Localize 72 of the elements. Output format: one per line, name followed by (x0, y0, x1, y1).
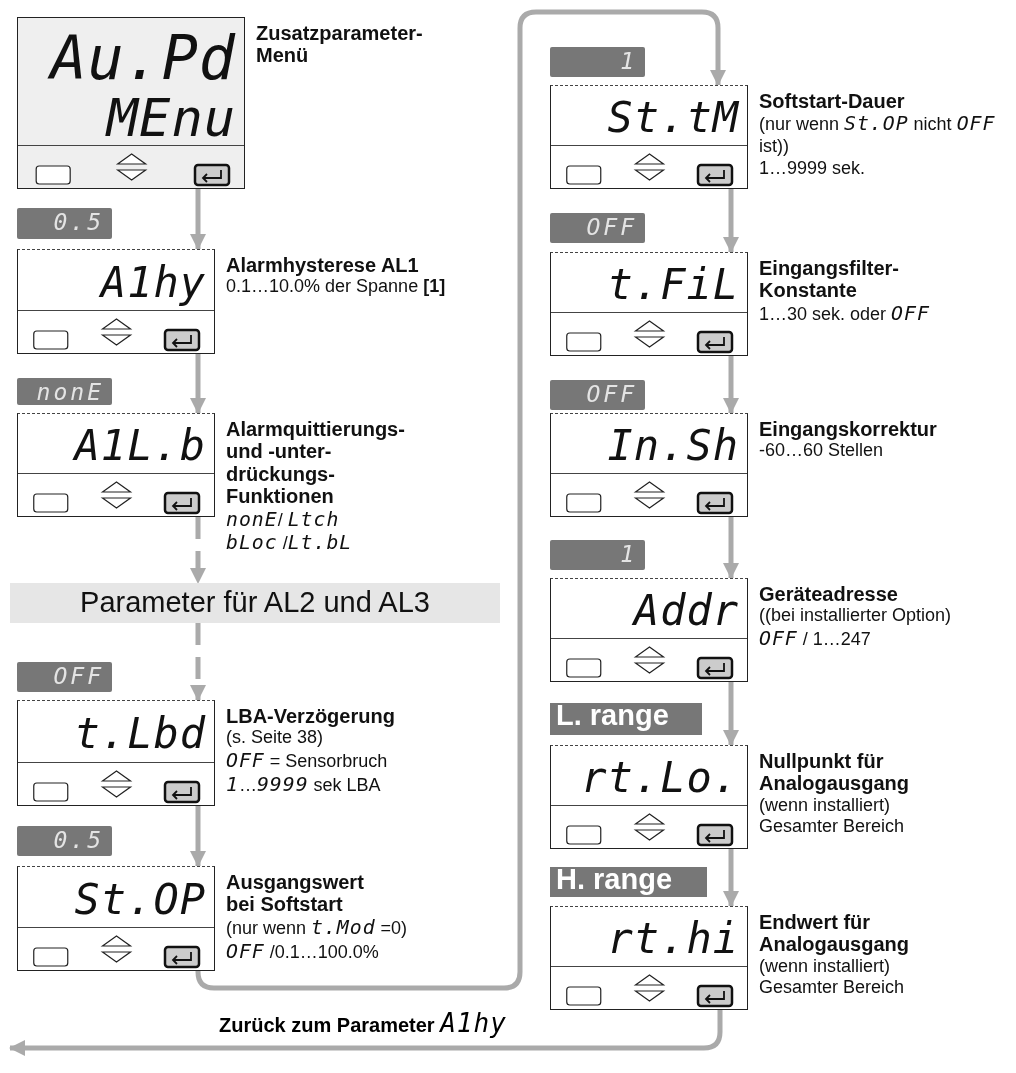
display-readout: A1hy (100, 261, 206, 304)
display-readout: St.tM (607, 97, 739, 139)
parameter-note: bLoc /Lt.bL (226, 531, 354, 556)
parameter-title: Zusatzparameter- Menü (256, 22, 424, 67)
flow-arrow (723, 849, 739, 907)
parameter-note: 1…9999 sek. (759, 157, 867, 180)
parameter-title: Eingangskorrektur (759, 418, 938, 441)
default-value-tag (550, 380, 645, 410)
default-value: OFF (586, 382, 637, 408)
parameter-title: Nullpunkt für Analogausgang (759, 750, 910, 795)
display-readout: rt.hi (607, 918, 739, 960)
default-value: 0.5 (53, 828, 104, 854)
parameter-title: Alarmhysterese AL1 (226, 254, 420, 277)
display-readout: MEnu (106, 92, 236, 144)
parameter-title: Endwert für Analogausgang (759, 911, 910, 956)
parameter-title: LBA-Verzögerung (226, 705, 396, 728)
default-value: 0.5 (53, 210, 104, 236)
default-value: nonE (36, 380, 104, 406)
parameter-title: Geräteadresse (759, 583, 899, 606)
section-title: Parameter für AL2 und AL3 (79, 587, 431, 619)
display-readout: t.FiL (607, 264, 739, 306)
parameter-note: -60…60 Stellen (759, 440, 885, 462)
default-value-tag (17, 826, 112, 856)
parameter-note: 1…30 sek. oder OFF (759, 301, 931, 326)
section-band (10, 583, 500, 623)
flow-arrow (723, 356, 739, 414)
flow-arrow (723, 189, 739, 253)
parameter-note: OFF /0.1…100.0% (226, 939, 380, 964)
flow-arrow (723, 517, 739, 579)
flow-arrow (190, 189, 206, 250)
display-readout: St.OP (74, 878, 206, 921)
parameter-note: ((bei installierter Option) (759, 605, 953, 627)
parameter-note: OFF / 1…247 (759, 627, 872, 651)
default-value: OFF (53, 664, 104, 690)
flow-arrow (190, 517, 206, 584)
default-value-tag (17, 208, 112, 239)
default-value: L. range (556, 700, 669, 732)
display-readout: rt.Lo. (581, 757, 739, 799)
default-value: H. range (556, 864, 673, 896)
default-value-tag (550, 47, 645, 77)
parameter-note: (nur wenn t.Mod =0) (226, 915, 409, 940)
flow-arrow (9, 1010, 723, 1056)
parameter-note: nonE/ Ltch (226, 507, 341, 532)
parameter-note: Gesamter Bereich (759, 977, 906, 999)
display-readout: A1L.b (74, 425, 206, 467)
flow-arrow (190, 623, 206, 701)
default-value-tag (550, 540, 645, 570)
parameter-title: Softstart-Dauer (759, 90, 906, 113)
parameter-note: (wenn installiert) (759, 794, 892, 817)
flow-arrow (190, 354, 206, 414)
display-readout: In.Sh (607, 425, 739, 467)
parameter-note: (nur wenn St.OP nicht OFF ist)) (759, 112, 997, 158)
default-value: 1 (620, 49, 637, 75)
display-readout: Addr (633, 590, 739, 632)
display-readout: t.Lbd (74, 713, 206, 755)
default-value-tag (550, 867, 707, 897)
default-value-tag (17, 378, 112, 405)
flow-arrow (723, 682, 739, 746)
default-value: OFF (586, 215, 637, 241)
default-value-tag (550, 703, 702, 735)
parameter-note: 1…9999 sek LBA (226, 772, 382, 797)
flow-arrow (190, 806, 206, 867)
parameter-note: (s. Seite 38) (226, 727, 325, 749)
parameter-note: (wenn installiert) (759, 955, 892, 978)
parameter-note: OFF = Sensorbruch (226, 749, 389, 773)
default-value-tag (17, 662, 112, 692)
flow-arrow (195, 9, 726, 991)
parameter-note: Gesamter Bereich (759, 816, 906, 838)
parameter-title: Eingangsfilter- Konstante (759, 257, 900, 302)
default-value-tag (550, 213, 645, 243)
default-value: 1 (620, 542, 637, 568)
parameter-note: 0.1…10.0% der Spanne [1] (226, 276, 447, 298)
